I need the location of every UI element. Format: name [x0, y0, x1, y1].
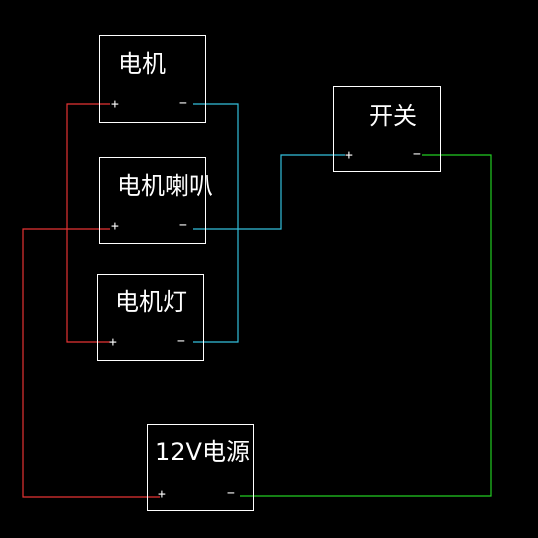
switch-component: 开关 + −	[333, 86, 441, 172]
motor-horn-minus-terminal: −	[179, 218, 187, 233]
motor-label: 电机	[118, 50, 166, 78]
switch-label: 开关	[369, 102, 417, 130]
switch-plus-terminal: +	[345, 148, 353, 163]
power-supply-plus-terminal: +	[158, 487, 166, 502]
power-supply-label: 12V电源	[155, 438, 250, 466]
negative-wire-horn-switch	[193, 154, 345, 230]
motor-light-box	[97, 274, 204, 361]
power-supply-component: 12V电源 + −	[147, 424, 254, 511]
motor-light-plus-terminal: +	[109, 335, 117, 350]
motor-horn-plus-terminal: +	[111, 219, 119, 234]
motor-light-label: 电机灯	[115, 288, 187, 316]
positive-wire-supply	[22, 228, 160, 498]
motor-light-minus-terminal: −	[177, 334, 185, 349]
motor-horn-label: 电机喇叭	[117, 172, 213, 200]
motor-plus-terminal: +	[111, 97, 119, 112]
motor-horn-component: 电机喇叭 + −	[99, 157, 213, 244]
return-wire-switch-supply	[240, 154, 492, 497]
power-supply-minus-terminal: −	[227, 486, 235, 501]
wiring	[22, 103, 492, 498]
switch-box	[333, 86, 441, 172]
motor-component: 电机 + −	[99, 35, 206, 123]
motor-minus-terminal: −	[179, 96, 187, 111]
motor-horn-box	[99, 157, 206, 244]
negative-wire-motor-light	[193, 103, 239, 343]
power-supply-box	[147, 424, 254, 511]
positive-wire-motor-light	[66, 103, 110, 343]
motor-light-component: 电机灯 + −	[97, 274, 204, 361]
switch-minus-terminal: −	[413, 147, 421, 162]
motor-box	[99, 35, 206, 123]
